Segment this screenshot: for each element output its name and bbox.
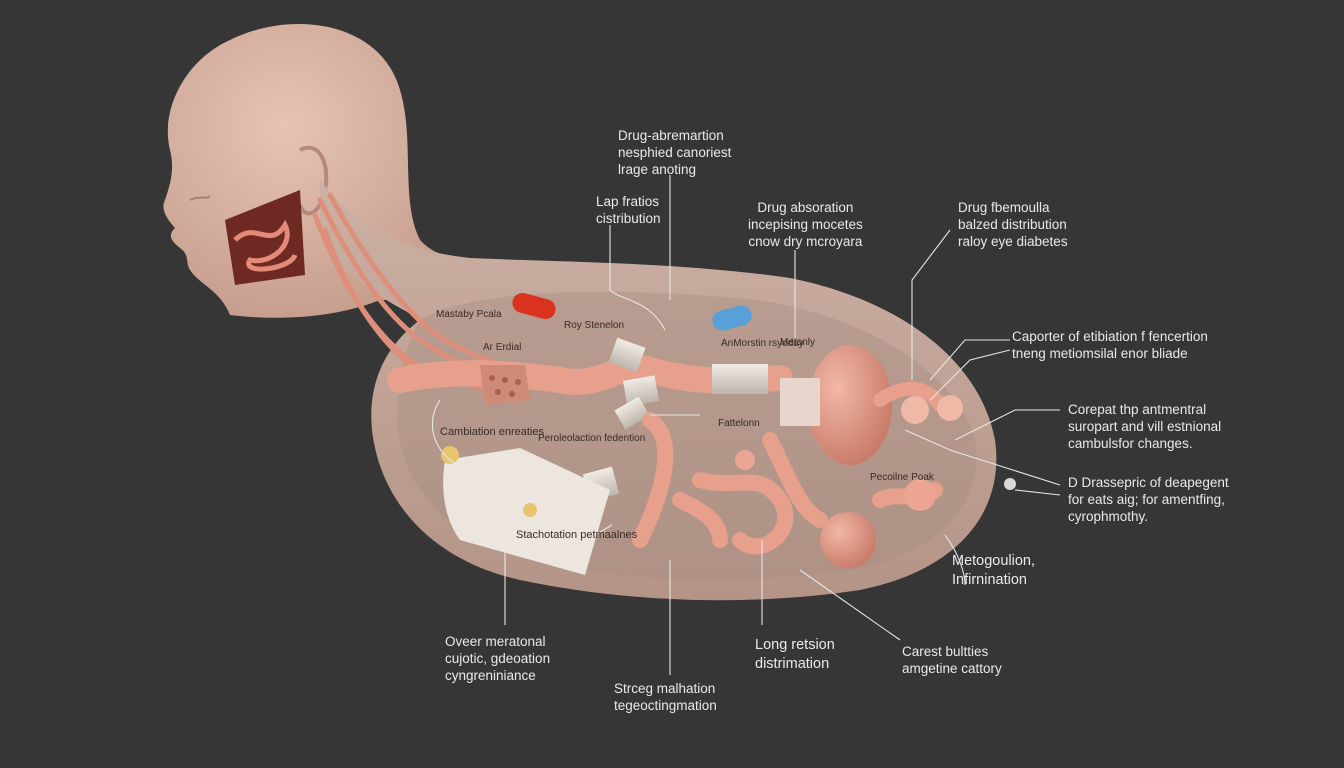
callout-line: cujotic, gdeoation bbox=[445, 651, 551, 666]
inner-line: Mastaby bbox=[436, 309, 474, 320]
inner-line: Metonly bbox=[780, 337, 816, 348]
inner-line: Pcala bbox=[476, 309, 502, 320]
inner-label-pecoilne: Pecoilne Poak bbox=[870, 472, 934, 483]
inner-line: petmaalnes bbox=[580, 529, 638, 541]
callout-line: suropart and vill estnional bbox=[1068, 419, 1222, 434]
callout-line: Corepat thp antmentral bbox=[1068, 402, 1207, 417]
callout-line: raloy eye diabetes bbox=[958, 234, 1068, 249]
leader-lines bbox=[431, 175, 1061, 675]
callout-line: cnow dry mcroyara bbox=[748, 234, 863, 249]
callout-bottom-center: Strceg malhation tegeoctingmation bbox=[614, 680, 717, 714]
red-capsule-icon bbox=[512, 292, 556, 320]
inner-line: Stachotation bbox=[516, 529, 578, 541]
callout-line: cistribution bbox=[596, 211, 661, 226]
callout-right-1: Caporter of etibiation f fencertion tnen… bbox=[1012, 328, 1208, 362]
callout-line: distrimation bbox=[755, 656, 830, 672]
callout-line: Drug absoration bbox=[757, 200, 854, 215]
callout-line: cyngreniniance bbox=[445, 668, 536, 683]
inner-label-metonly: Metonly bbox=[780, 337, 815, 348]
callout-bottom-mid: Long retsion distrimation bbox=[755, 636, 835, 674]
callout-right-4: Metogoulion, Infirnination bbox=[952, 552, 1035, 590]
callout-line: Infirnination bbox=[952, 572, 1027, 588]
callout-line: lrage anoting bbox=[618, 162, 697, 177]
inner-label-pericol: Peroleolaction fedention bbox=[538, 433, 645, 444]
callout-right-3: D Drassepric of deapegent for eats aig; … bbox=[1068, 474, 1229, 525]
callout-line: cyrophmothy. bbox=[1068, 509, 1149, 524]
callout-center-upper: Drug absoration incepising mocetes cnow … bbox=[748, 199, 863, 250]
organ-icon bbox=[808, 345, 892, 465]
inner-line: rsyoday bbox=[768, 338, 804, 349]
callout-line: D Drassepric of deapegent bbox=[1068, 475, 1229, 490]
inner-line: AnMorstin bbox=[721, 338, 767, 349]
callout-line: tegeoctingmation bbox=[614, 698, 717, 713]
callout-line: balzed distribution bbox=[958, 217, 1067, 232]
callout-line: Drug fbemoulla bbox=[958, 200, 1050, 215]
inner-line: Pecoilne bbox=[870, 472, 909, 483]
inner-line: Peroleolaction bbox=[538, 433, 602, 444]
callout-line: Long retsion bbox=[755, 637, 835, 653]
inner-label-fattelonn: Fattelonn bbox=[718, 418, 760, 429]
callout-line: incepising mocetes bbox=[748, 217, 863, 232]
callout-line: tneng metiomsilal enor bliade bbox=[1012, 346, 1188, 361]
callout-right-2: Corepat thp antmentral suropart and vill… bbox=[1068, 401, 1221, 452]
callout-line: nesphied canoriest bbox=[618, 145, 732, 160]
inner-label-anmorstin: AnMorstin rsyoday bbox=[721, 338, 804, 349]
callout-line: Oveer meratonal bbox=[445, 634, 546, 649]
callout-line: Metogoulion, bbox=[952, 553, 1036, 569]
inner-line: Roy Stenelon bbox=[564, 320, 625, 331]
callout-bottom-left: Oveer meratonal cujotic, gdeoation cyngr… bbox=[445, 633, 550, 684]
callout-right-upper: Drug fbemoulla balzed distribution raloy… bbox=[958, 199, 1068, 250]
inner-line: Erdial bbox=[495, 342, 522, 353]
callout-left-upper: Lap fratios cistribution bbox=[596, 193, 661, 227]
callout-line: cambulsfor changes. bbox=[1068, 436, 1193, 451]
inner-line: enreaties bbox=[498, 426, 544, 438]
inner-line: Ar bbox=[483, 342, 493, 353]
callout-line: Caporter of etibiation f fencertion bbox=[1012, 329, 1208, 344]
inner-label-ar-erdial: Ar Erdial bbox=[483, 342, 521, 353]
inner-label-cambiation: Cambiation enreaties bbox=[440, 426, 544, 439]
callout-line: Strceg malhation bbox=[614, 681, 716, 696]
inner-line: Cambiation bbox=[440, 426, 496, 438]
callout-line: Carest bultties bbox=[902, 644, 989, 659]
callout-line: for eats aig; for amentfing, bbox=[1068, 492, 1225, 507]
inner-line: Poak bbox=[911, 472, 934, 483]
blue-capsule-icon bbox=[712, 305, 752, 331]
inner-label-stachotation: Stachotation petmaalnes bbox=[516, 529, 637, 542]
callout-line: amgetine cattory bbox=[902, 661, 1002, 676]
callout-top-center: Drug-abremartion nesphied canoriest lrag… bbox=[618, 127, 731, 178]
callout-line: Drug-abremartion bbox=[618, 128, 724, 143]
inner-line: fedention bbox=[604, 433, 646, 444]
inner-line: Fattelonn bbox=[718, 418, 760, 429]
inner-label-roy: Roy Stenelon bbox=[564, 320, 624, 331]
inner-label-mastaby: Mastaby Pcala bbox=[436, 309, 502, 320]
callout-bottom-right: Carest bultties amgetine cattory bbox=[902, 643, 1002, 677]
callout-line: Lap fratios bbox=[596, 194, 660, 209]
